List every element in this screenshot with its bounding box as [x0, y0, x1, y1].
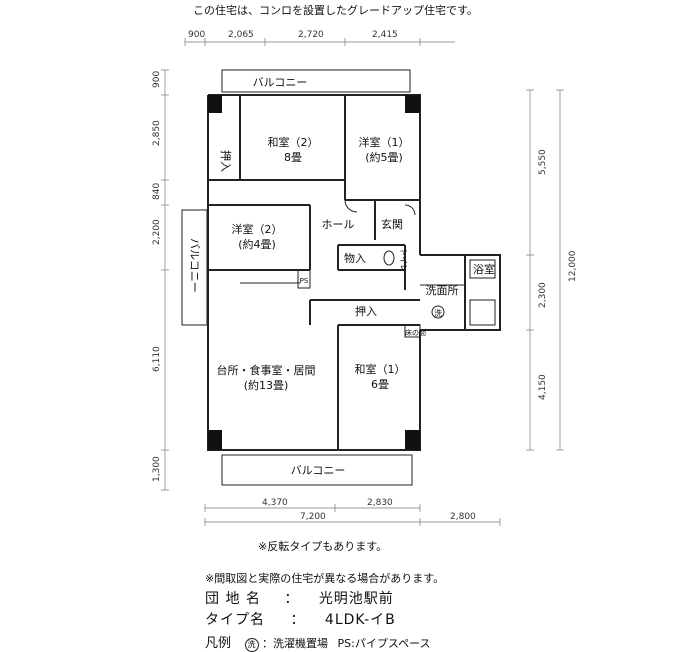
ldk-size: (約13畳) — [244, 378, 289, 392]
type-row: タイプ名 ： 4LDK-イB — [205, 609, 396, 629]
dim-left-3: 840 — [152, 183, 162, 200]
room-labels: バルコニー 押入 和室（2） 8畳 洋室（1） (約5畳) 洋室（2） (約4畳… — [188, 76, 495, 477]
dim-bottom-1: 4,370 — [262, 498, 288, 508]
interior-walls — [208, 95, 466, 450]
fixtures — [297, 199, 496, 338]
dim-left-1: 900 — [152, 71, 162, 88]
washitsu1-name: 和室（1） — [355, 362, 406, 376]
washitsu2-name: 和室（2） — [268, 135, 319, 149]
youshitsu1-name: 洋室（1） — [359, 135, 410, 149]
dim-top-3: 2,720 — [298, 30, 324, 40]
hall-label: ホール — [322, 218, 355, 231]
genkan-label: 玄関 — [381, 217, 403, 231]
ps-label: PS — [300, 277, 309, 285]
outer-walls — [207, 94, 501, 451]
washroom-label: 洗面所 — [426, 284, 459, 297]
pillars — [208, 95, 420, 450]
bath-label: 浴室 — [473, 262, 495, 276]
youshitsu1-size: (約5畳) — [365, 150, 403, 164]
dim-top-4: 2,415 — [372, 30, 398, 40]
youshitsu2-size: (約4畳) — [238, 237, 276, 251]
dimension-texts: 900 2,065 2,720 2,415 900 2,850 840 2,20… — [152, 30, 578, 522]
oshiire-left-label: 押入 — [219, 150, 233, 172]
type-value: 4LDK-イB — [324, 612, 396, 628]
complex-sep: ： — [284, 591, 300, 607]
dim-bottom-4: 2,800 — [450, 512, 476, 522]
dim-right-1: 5,550 — [538, 149, 548, 175]
dim-left-5: 6,110 — [152, 346, 162, 372]
dim-bottom-2: 2,830 — [367, 498, 393, 508]
oshiire-mid-label: 押入 — [355, 304, 377, 318]
header-note: この住宅は、コンロを設置したグレードアップ住宅です。 — [193, 4, 478, 17]
dimension-lines — [161, 38, 564, 526]
monoire-label: 物入 — [344, 251, 366, 265]
dim-right-4: 12,000 — [568, 250, 578, 282]
washitsu2-size: 8畳 — [284, 151, 302, 164]
dim-left-2: 2,850 — [152, 120, 162, 146]
dim-left-4: 2,200 — [152, 219, 162, 245]
balcony-top — [221, 69, 411, 93]
complex-value: 光明池駅前 — [318, 591, 394, 607]
washer-label: 洗 — [434, 308, 442, 318]
balcony-top-label: バルコニー — [253, 76, 308, 89]
youshitsu2-name: 洋室（2） — [232, 222, 283, 236]
type-sep: ： — [290, 612, 306, 628]
dim-top-2: 2,065 — [228, 30, 254, 40]
complex-label: 団 地 名 — [205, 591, 261, 607]
type-label: タイプ名 — [205, 612, 265, 628]
ps-legend-text: PS:パイプスペース — [337, 637, 431, 650]
dim-right-2: 2,300 — [538, 282, 548, 308]
dim-left-6: 1,300 — [152, 456, 162, 482]
legend-row: 凡例 洗 ：洗濯機置場 PS:パイプスペース — [205, 632, 431, 652]
tokonoma-label: 床の間 — [405, 328, 426, 337]
balcony-side-label: バルコニー — [188, 238, 201, 293]
ldk-name: 台所・食事室・居間 — [217, 363, 316, 377]
reverse-note: ※反転タイプもあります。 — [258, 540, 388, 553]
dim-top-1: 900 — [188, 30, 205, 40]
dim-right-3: 4,150 — [538, 374, 548, 400]
complex-row: 団 地 名 ： 光明池駅前 — [205, 588, 394, 608]
balcony-bottom-label: バルコニー — [291, 464, 346, 477]
toilet-label: トイレ — [399, 248, 408, 272]
disclaimer-note: ※間取図と実際の住宅が異なる場合があります。 — [205, 572, 445, 585]
legend-label: 凡例 — [205, 636, 232, 651]
washitsu1-size: 6畳 — [371, 378, 389, 391]
washer-legend-text: ：洗濯機置場 — [262, 637, 329, 650]
dim-bottom-3: 7,200 — [300, 512, 326, 522]
balcony-bottom — [221, 454, 413, 486]
